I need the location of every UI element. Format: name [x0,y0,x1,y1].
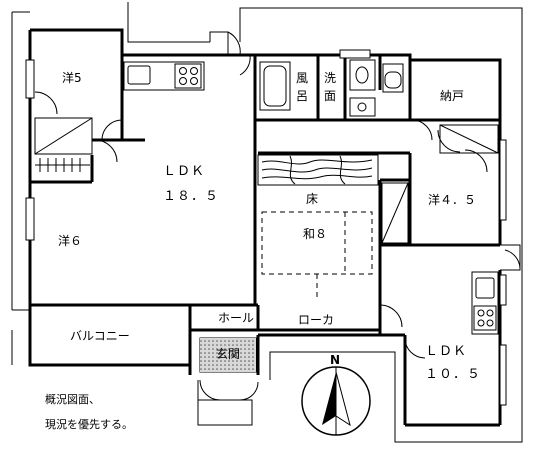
room-western45: 洋４．５ [428,192,476,207]
room-western5: 洋5 [62,70,82,85]
compass-north-label: N [330,353,340,367]
doors [34,31,521,426]
windows [25,49,507,406]
closets [34,117,499,244]
room-ldk-sub: ＬＤＫ [425,344,467,359]
room-bath-bottom: 呂 [296,89,308,103]
note-line2: 現況を優先する。 [45,417,133,431]
room-western6: 洋６ [58,233,82,248]
room-hall-left: ホール [218,311,254,325]
room-ldk-sub-size: １０．５ [425,367,481,382]
room-floor: 床 [306,192,318,206]
room-entrance: 玄関 [216,346,240,361]
tatami-dashes [261,211,373,300]
closet-rail [35,158,90,172]
room-washitsu: 和８ [303,227,327,241]
room-bath-top: 風 [296,71,308,85]
room-balcony: バルコニー [70,329,130,343]
walls [28,28,502,427]
room-storage: 納戸 [440,89,464,103]
site-boundary [11,2,523,443]
room-washroom-top: 洗 [324,71,336,85]
entrance-tiles [199,337,257,373]
room-hall-right: ローカ [298,313,334,327]
note-line1: 概況図面、 [45,392,100,406]
compass-icon [301,366,371,436]
room-washroom-bottom: 面 [324,89,336,103]
sub-kitchen [471,271,499,335]
bath-fixtures [259,59,404,117]
kitchen-counter [123,61,205,91]
room-ldk-main-size: １８．５ [163,189,219,204]
tokonoma-board [257,154,379,186]
room-ldk-main: ＬＤＫ [163,164,205,179]
